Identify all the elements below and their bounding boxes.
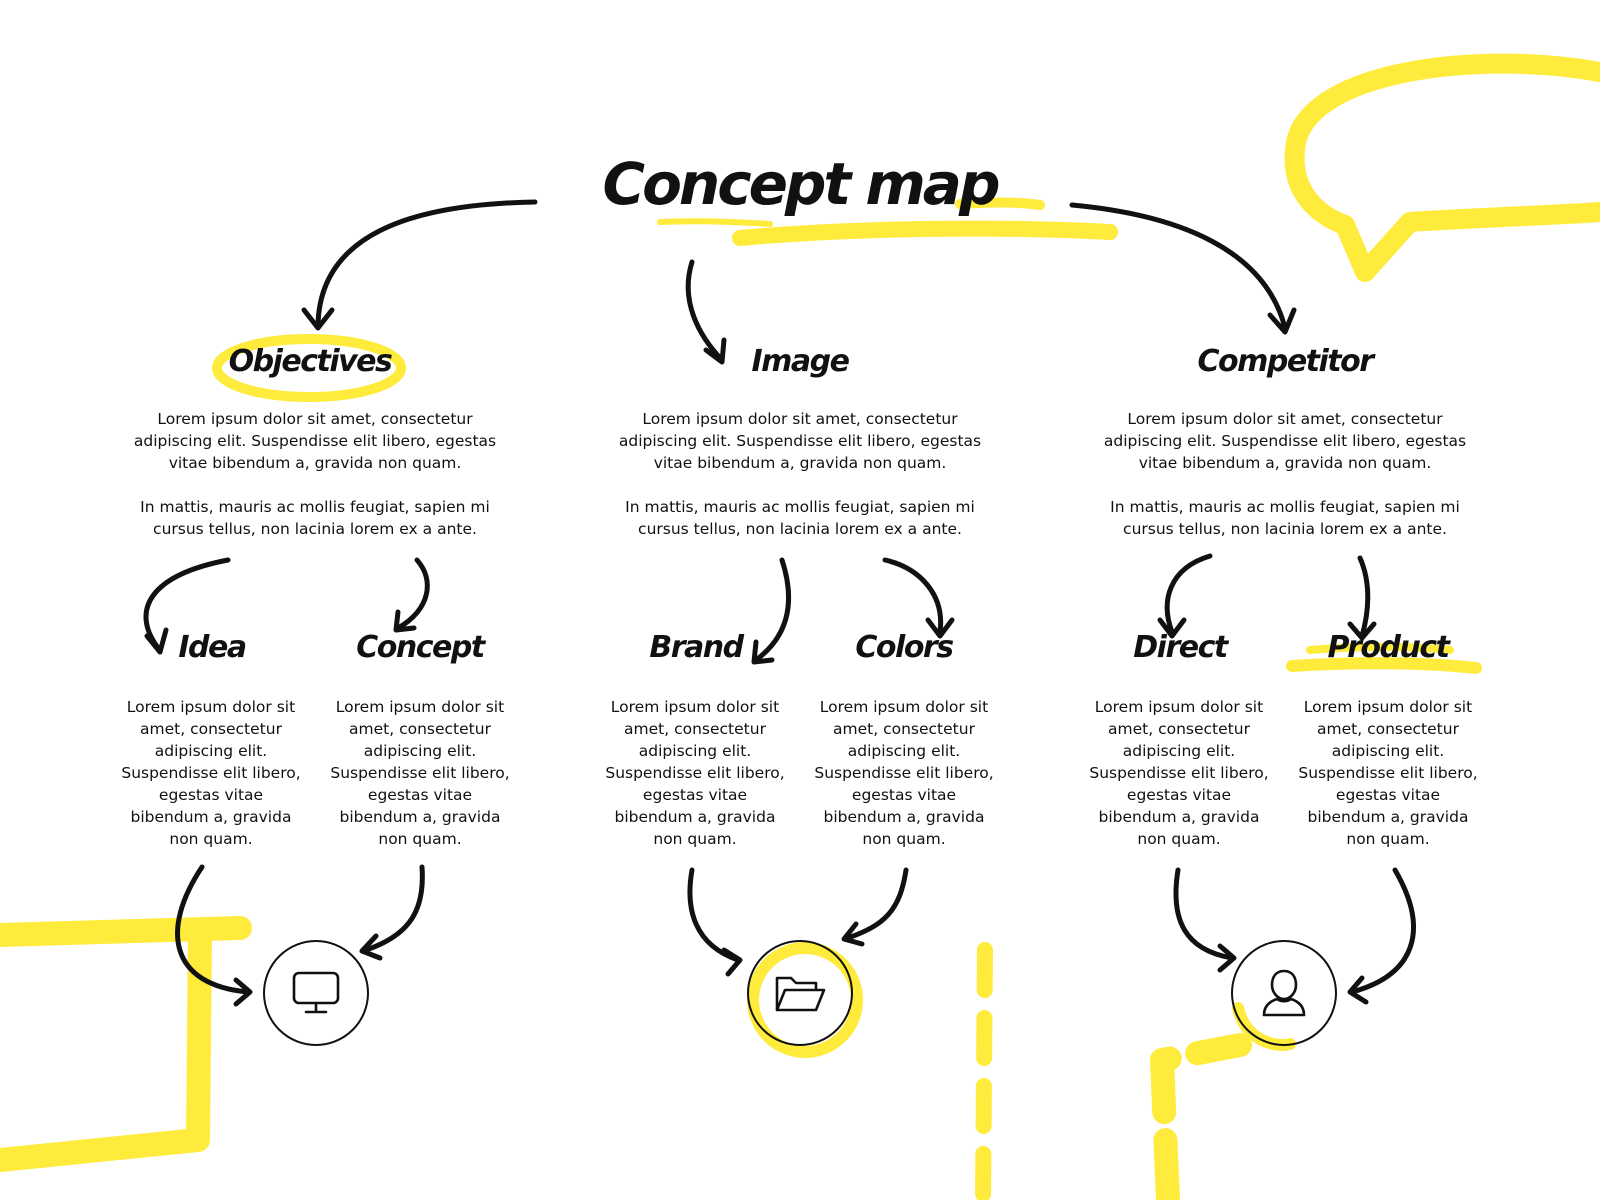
- arrow-product-to-user: [1349, 867, 1416, 995]
- bottom-left-bracket-stroke: [0, 916, 252, 1172]
- arrow-objectives-to-idea: [143, 557, 231, 651]
- branch-heading-image: Image: [751, 344, 851, 379]
- sub-heading-brand: Brand: [649, 630, 744, 665]
- user-icon: [1262, 969, 1306, 1017]
- sub-heading-product: Product: [1327, 630, 1450, 665]
- monitor-icon: [292, 971, 340, 1014]
- arrowhead-competitor: [1267, 307, 1297, 335]
- user-icon-circle: [1231, 940, 1337, 1046]
- sub-heading-colors: Colors: [855, 630, 954, 665]
- sub-heading-idea: Idea: [178, 630, 247, 665]
- arrow-competitor-to-product: [1357, 555, 1371, 639]
- page-title: Concept map: [602, 150, 1001, 218]
- arrow-competitor-to-direct: [1164, 553, 1213, 635]
- arrowhead-product: [1347, 621, 1377, 641]
- branch-heading-objectives: Objectives: [228, 344, 393, 379]
- arrowhead-user-right: [1347, 975, 1369, 1005]
- product-underline-stroke: [1286, 657, 1482, 674]
- sub-text-concept: Lorem ipsum dolor sit amet, consectetur …: [330, 698, 510, 848]
- arrow-brand-to-folder: [687, 867, 741, 963]
- branch-paragraph-competitor-2: In mattis, mauris ac mollis feugiat, sap…: [1110, 498, 1460, 538]
- arrow-objectives-to-concept: [395, 557, 430, 631]
- arrowhead-monitor-left: [233, 977, 253, 1007]
- branch-heading-competitor: Competitor: [1197, 344, 1374, 379]
- arrowhead-folder-left: [721, 947, 743, 977]
- sub-text-colors: Lorem ipsum dolor sit amet, consectetur …: [814, 698, 994, 848]
- arrow-direct-to-user: [1173, 867, 1235, 961]
- branch-paragraph-image-1: Lorem ipsum dolor sit amet, consectetur …: [618, 410, 982, 472]
- title-underline-stroke-3: [657, 218, 773, 227]
- arrowhead-brand: [751, 639, 775, 665]
- arrowhead-direct: [1157, 617, 1187, 639]
- arrow-title-to-competitor: [1069, 202, 1288, 331]
- arrowhead-objectives: [301, 307, 335, 331]
- sub-text-brand: Lorem ipsum dolor sit amet, consectetur …: [605, 698, 785, 848]
- arrow-title-to-image: [685, 259, 725, 363]
- sub-heading-concept: Concept: [356, 630, 485, 665]
- arrow-image-to-colors: [882, 557, 944, 635]
- folder-icon: [775, 976, 826, 1012]
- objectives-highlight-ellipse: [212, 334, 406, 402]
- sub-heading-direct: Direct: [1133, 630, 1228, 665]
- arrow-idea-to-monitor: [175, 864, 251, 995]
- branch-paragraph-image-2: In mattis, mauris ac mollis feugiat, sap…: [625, 498, 975, 538]
- title-underline-stroke: [732, 220, 1118, 246]
- arrowhead-user-left: [1217, 943, 1237, 973]
- arrow-colors-to-folder: [845, 867, 909, 941]
- sub-text-idea: Lorem ipsum dolor sit amet, consectetur …: [121, 698, 301, 848]
- arrowhead-image: [703, 337, 727, 365]
- branch-paragraph-competitor-1: Lorem ipsum dolor sit amet, consectetur …: [1103, 410, 1467, 472]
- title-underline-stroke-2: [955, 197, 1045, 210]
- branch-paragraph-objectives-2: In mattis, mauris ac mollis feugiat, sap…: [140, 498, 490, 538]
- monitor-icon-circle: [263, 940, 369, 1046]
- arrowhead-idea: [144, 627, 169, 655]
- sub-text-product: Lorem ipsum dolor sit amet, consectetur …: [1298, 698, 1478, 848]
- speech-bubble-stroke: [1284, 53, 1600, 282]
- bottom-right-bracket-stroke: [1150, 1033, 1252, 1200]
- folder-icon-circle: [747, 940, 853, 1046]
- sub-text-direct: Lorem ipsum dolor sit amet, consectetur …: [1089, 698, 1269, 848]
- dashed-line-stroke: [975, 942, 993, 1200]
- arrow-image-to-brand: [753, 557, 792, 663]
- product-underline-stroke-2: [1306, 643, 1454, 654]
- arrow-title-to-objectives: [315, 199, 538, 328]
- arrowhead-monitor-right: [359, 933, 383, 961]
- branch-paragraph-objectives-1: Lorem ipsum dolor sit amet, consectetur …: [133, 410, 497, 472]
- arrowhead-folder-right: [841, 921, 865, 947]
- arrow-concept-to-monitor: [363, 864, 425, 953]
- arrowhead-colors: [925, 617, 955, 639]
- arrowhead-concept: [393, 609, 417, 633]
